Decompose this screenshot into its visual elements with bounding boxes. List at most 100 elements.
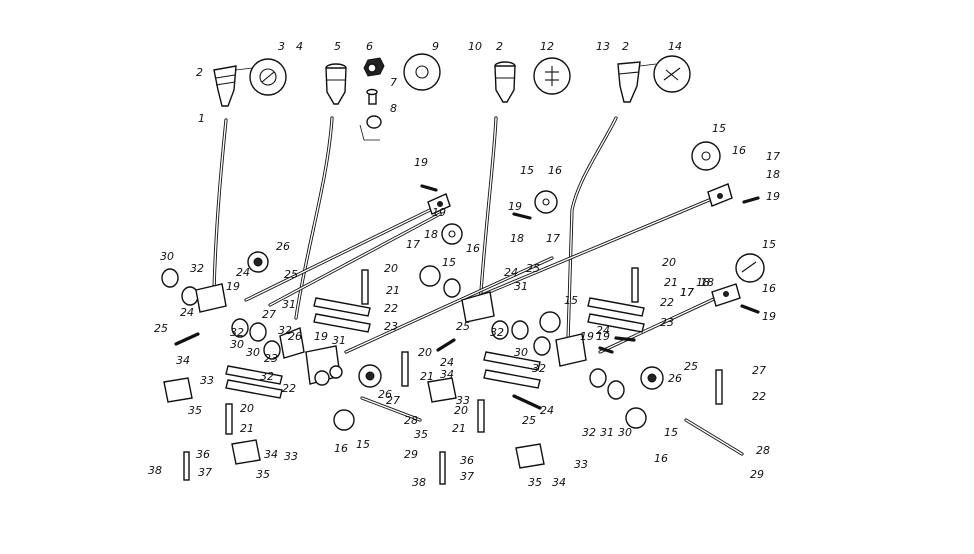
callout-c2a: 2 [196,66,203,79]
callout-c27a: 27 [262,308,276,321]
callout-c17a: 17 [766,150,780,163]
callout-c20a: 20 [384,262,398,275]
callout-c15e: 15 [356,438,370,451]
callout-c19a: 19 [766,190,780,203]
callout-c20e: 20 [662,256,676,269]
callout-c30e: 30 [618,426,632,439]
callout-c21b: 21 [240,422,254,435]
callout-c29a: 29 [404,448,418,461]
callout-c18b: 18 [510,232,524,245]
callout-c30b: 30 [230,338,244,351]
callout-c16f: 16 [654,452,668,465]
callout-c38b: 38 [412,476,426,489]
callout-c2b: 2 [496,40,503,53]
knob-1-group [213,58,287,107]
callout-c19e: 19 [762,310,776,323]
callout-c32d: 32 [260,370,274,383]
callout-c16a: 16 [732,144,746,157]
callout-c32a: 32 [190,262,204,275]
knob-3-parts [359,53,441,141]
lever-rods [212,116,618,342]
callout-c20c: 20 [418,346,432,359]
callout-c36b: 36 [460,454,474,467]
callout-c20d: 20 [454,404,468,417]
callout-c19h: 19 [580,330,594,343]
callout-c16b: 16 [548,164,562,177]
callout-c18e: 18 [696,276,710,289]
link-pins [183,267,723,485]
callout-c25d: 25 [456,320,470,333]
callout-c25b: 25 [154,322,168,335]
callout-c38a: 38 [148,464,162,477]
callout-c13: 13 [596,40,610,53]
callout-c26c: 26 [378,388,392,401]
callout-c25c: 25 [526,262,540,275]
callout-c15c: 15 [442,256,456,269]
callout-c24f: 24 [596,324,610,337]
callout-c12: 12 [540,40,554,53]
callout-c35d: 35 [528,476,542,489]
callout-c24b: 24 [180,306,194,319]
callout-c23b: 23 [264,352,278,365]
detail-circles [247,141,765,431]
callout-c19g: 19 [314,330,328,343]
callout-c16d: 16 [762,282,776,295]
callout-c1: 1 [198,112,205,125]
rod-forks [305,183,741,386]
callout-c22b: 22 [282,382,296,395]
callout-c20b: 20 [240,402,254,415]
plates [225,297,645,399]
callout-c8: 8 [390,102,397,115]
callout-c37b: 37 [460,470,474,483]
callout-c15b: 15 [520,164,534,177]
callout-c25e: 25 [522,414,536,427]
callout-c30c: 30 [246,346,260,359]
callout-c16e: 16 [334,442,348,455]
callout-c19c: 19 [508,200,522,213]
callout-c29b: 29 [750,468,764,481]
callout-c25a: 25 [284,268,298,281]
knob-4-group [494,57,571,103]
callout-c15a: 15 [712,122,726,135]
callout-c23c: 23 [660,316,674,329]
callout-c14: 14 [668,40,682,53]
callout-c34d: 34 [552,476,566,489]
callout-c24e: 24 [540,404,554,417]
callout-c26d: 26 [668,372,682,385]
callout-c5: 5 [334,40,341,53]
callout-c9: 9 [432,40,439,53]
callout-c21c: 21 [420,370,434,383]
callout-c32e: 32 [490,326,504,339]
callout-c21a: 21 [386,284,400,297]
callout-c21d: 21 [452,422,466,435]
callout-c7: 7 [390,76,397,89]
callout-c3: 3 [278,40,285,53]
callout-c17c: 17 [406,238,420,251]
callout-c33d: 33 [574,458,588,471]
callout-c15g: 15 [664,426,678,439]
callout-c18c: 18 [424,228,438,241]
callout-c18d: 18 [700,276,714,289]
callout-c17e: 17 [680,286,694,299]
callout-c35a: 35 [188,404,202,417]
callout-c19i: 19 [596,330,610,343]
callout-c19d: 19 [432,206,446,219]
callout-c33b: 33 [284,450,298,463]
bolts-and-pins [174,184,760,410]
callout-c6: 6 [366,40,373,53]
callout-c22a: 22 [384,302,398,315]
callout-c32g: 32 [582,426,596,439]
callout-c17d: 17 [680,286,694,299]
knob-2-group [325,63,347,105]
callout-c33c: 33 [456,394,470,407]
callout-c32c: 32 [278,324,292,337]
callout-c24c: 24 [440,356,454,369]
knob-5-group [617,55,691,103]
callout-c16c: 16 [466,242,480,255]
callout-c10: 10 [468,40,482,53]
callout-c31d: 31 [600,426,614,439]
callout-c26a: 26 [276,240,290,253]
callout-c27b: 27 [386,394,400,407]
callout-c35c: 35 [414,428,428,441]
